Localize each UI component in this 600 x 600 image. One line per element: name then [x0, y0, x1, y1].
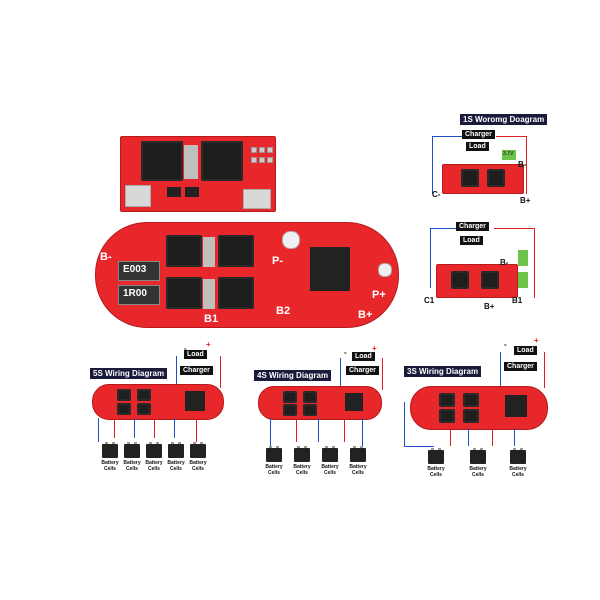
cell-2s-a [518, 250, 528, 266]
charger-label-2s: Charger [456, 222, 489, 231]
mosfet-c [166, 277, 202, 309]
c-minus-1s: C- [432, 190, 441, 199]
resistor-2 [118, 285, 160, 305]
load-label: Load [466, 142, 489, 151]
p-plus-label: P+ [372, 289, 386, 301]
cell-2s-b [518, 272, 528, 288]
board-3s [410, 386, 548, 430]
ic-chip-2 [185, 187, 199, 197]
b1-label: B1 [204, 313, 219, 325]
cell-label: Battery Cells [145, 460, 163, 472]
cell-label: Battery Cells [321, 464, 339, 476]
b-minus-1s: B- [518, 160, 527, 169]
charger-label-3s: Charger [504, 362, 537, 371]
load-label-2s: Load [460, 236, 483, 245]
diagram-4s: -+ Load Charger 4S Wiring Diagram Batter… [248, 344, 388, 476]
battery-cell [266, 446, 282, 462]
battery-cell [510, 448, 526, 464]
b-minus-label: B- [100, 251, 112, 263]
charger-label-4s: Charger [346, 366, 379, 375]
mosfet-1 [141, 141, 183, 181]
mosfet-d [218, 277, 254, 309]
cell-label: Battery Cells [265, 464, 283, 476]
battery-cell [470, 448, 486, 464]
load-label-5s: Load [184, 350, 207, 359]
b2-label: B2 [276, 305, 291, 317]
battery-cell [294, 446, 310, 462]
resistor-1-label: E003 [123, 264, 147, 275]
big-pcb-board: E003 1R00 B- B1 B2 B+ P- P+ [95, 222, 399, 328]
cell-label: Battery Cells [427, 466, 445, 478]
solder-pad [125, 185, 151, 207]
diagram-5s: -+ Load Charger 5S Wiring Diagram Batter… [84, 340, 234, 474]
board-5s [92, 384, 224, 420]
load-label-4s: Load [352, 352, 375, 361]
mosfet-b [218, 235, 254, 267]
charger-label: Charger [462, 130, 495, 139]
charger-label-5s: Charger [180, 366, 213, 375]
cell-label: Battery Cells [509, 466, 527, 478]
small-pcb-board [120, 136, 276, 212]
load-label-3s: Load [514, 346, 537, 355]
cell-label: Battery Cells [293, 464, 311, 476]
battery-cell [168, 442, 184, 458]
diagram-4s-title: 4S Wiring Diagram [254, 370, 332, 381]
protection-ic [310, 247, 350, 291]
c1-2s: C1 [424, 296, 435, 305]
mosfet-tab [184, 145, 198, 179]
b1-2s: B1 [512, 296, 523, 305]
board-1s [442, 164, 524, 194]
battery-cell [428, 448, 444, 464]
resistor-1 [118, 261, 160, 281]
board-4s [258, 386, 382, 420]
battery-cell [124, 442, 140, 458]
diagram-5s-title: 5S Wiring Diagram [90, 368, 168, 379]
battery-cell [146, 442, 162, 458]
cell-label: Battery Cells [349, 464, 367, 476]
diagram-3s: -+ Load Charger 3S Wiring Diagram Batter… [398, 336, 558, 478]
diagram-3s-title: 3S Wiring Diagram [404, 366, 482, 377]
diagram-1s: 1S Woromg Doagram Charger Load 3.7V B- C… [428, 114, 550, 210]
p-minus-label: P- [272, 255, 283, 267]
b-minus-2s: B- [500, 258, 509, 267]
battery-cell [322, 446, 338, 462]
b-plus-label: B+ [358, 309, 373, 321]
battery-cell [102, 442, 118, 458]
resistor-2-label: 1R00 [123, 288, 147, 299]
ic-chip [167, 187, 181, 197]
solder-pad-right [243, 189, 271, 209]
cell-label: Battery Cells [101, 460, 119, 472]
battery-cell [350, 446, 366, 462]
board-2s [436, 264, 518, 298]
cell-label: Battery Cells [189, 460, 207, 472]
cell-value: 3.7V [503, 151, 514, 157]
b-plus-2s: B+ [484, 302, 495, 311]
b-plus-1s: B+ [520, 196, 531, 205]
cell-1s [502, 150, 516, 160]
diagram-1s-title: 1S Woromg Doagram [460, 114, 548, 125]
battery-cell [190, 442, 206, 458]
cell-label: Battery Cells [123, 460, 141, 472]
mosfet-a [166, 235, 202, 267]
diagram-2s: Charger Load B- C1 B1 B+ [422, 222, 552, 314]
cell-label: Battery Cells [469, 466, 487, 478]
cell-label: Battery Cells [167, 460, 185, 472]
mosfet-2 [201, 141, 243, 181]
